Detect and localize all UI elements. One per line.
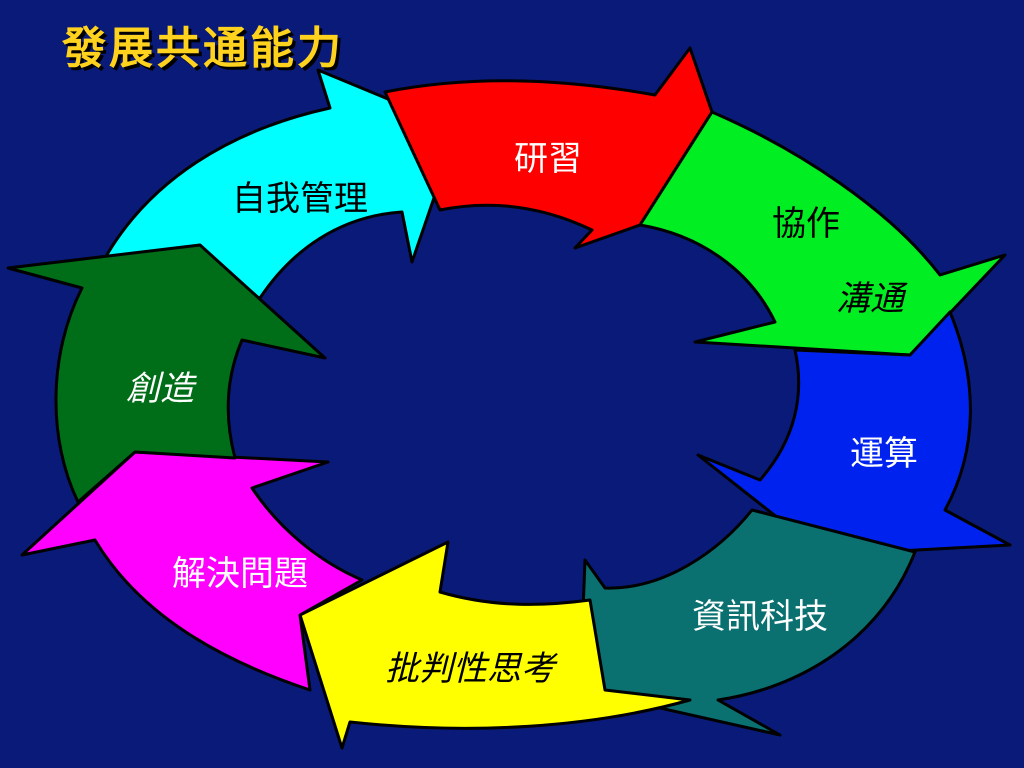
slide-title: 發展共通能力 bbox=[62, 23, 344, 74]
arrow-information-technology bbox=[578, 508, 917, 737]
arrow-compute bbox=[696, 310, 1012, 557]
label-communicate: 溝通 bbox=[836, 279, 908, 319]
label-self-management: 自我管理 bbox=[232, 179, 368, 219]
label-problem-solving: 解決問題 bbox=[172, 554, 308, 594]
label-information-technology: 資訊科技 bbox=[692, 597, 828, 637]
label-compute: 運算 bbox=[850, 434, 918, 474]
arrow-collaborate-communicate bbox=[638, 110, 1007, 357]
label-research: 研習 bbox=[514, 139, 582, 179]
arrow-research bbox=[383, 46, 714, 250]
label-create: 創造 bbox=[126, 369, 197, 409]
arrow-critical-thinking bbox=[298, 540, 692, 750]
label-collaborate: 協作 bbox=[772, 204, 840, 244]
arrow-problem-solving bbox=[20, 450, 364, 692]
arrow-self-management bbox=[103, 68, 460, 300]
label-critical-thinking: 批判性思考 bbox=[385, 649, 558, 689]
arrow-create bbox=[6, 243, 327, 504]
